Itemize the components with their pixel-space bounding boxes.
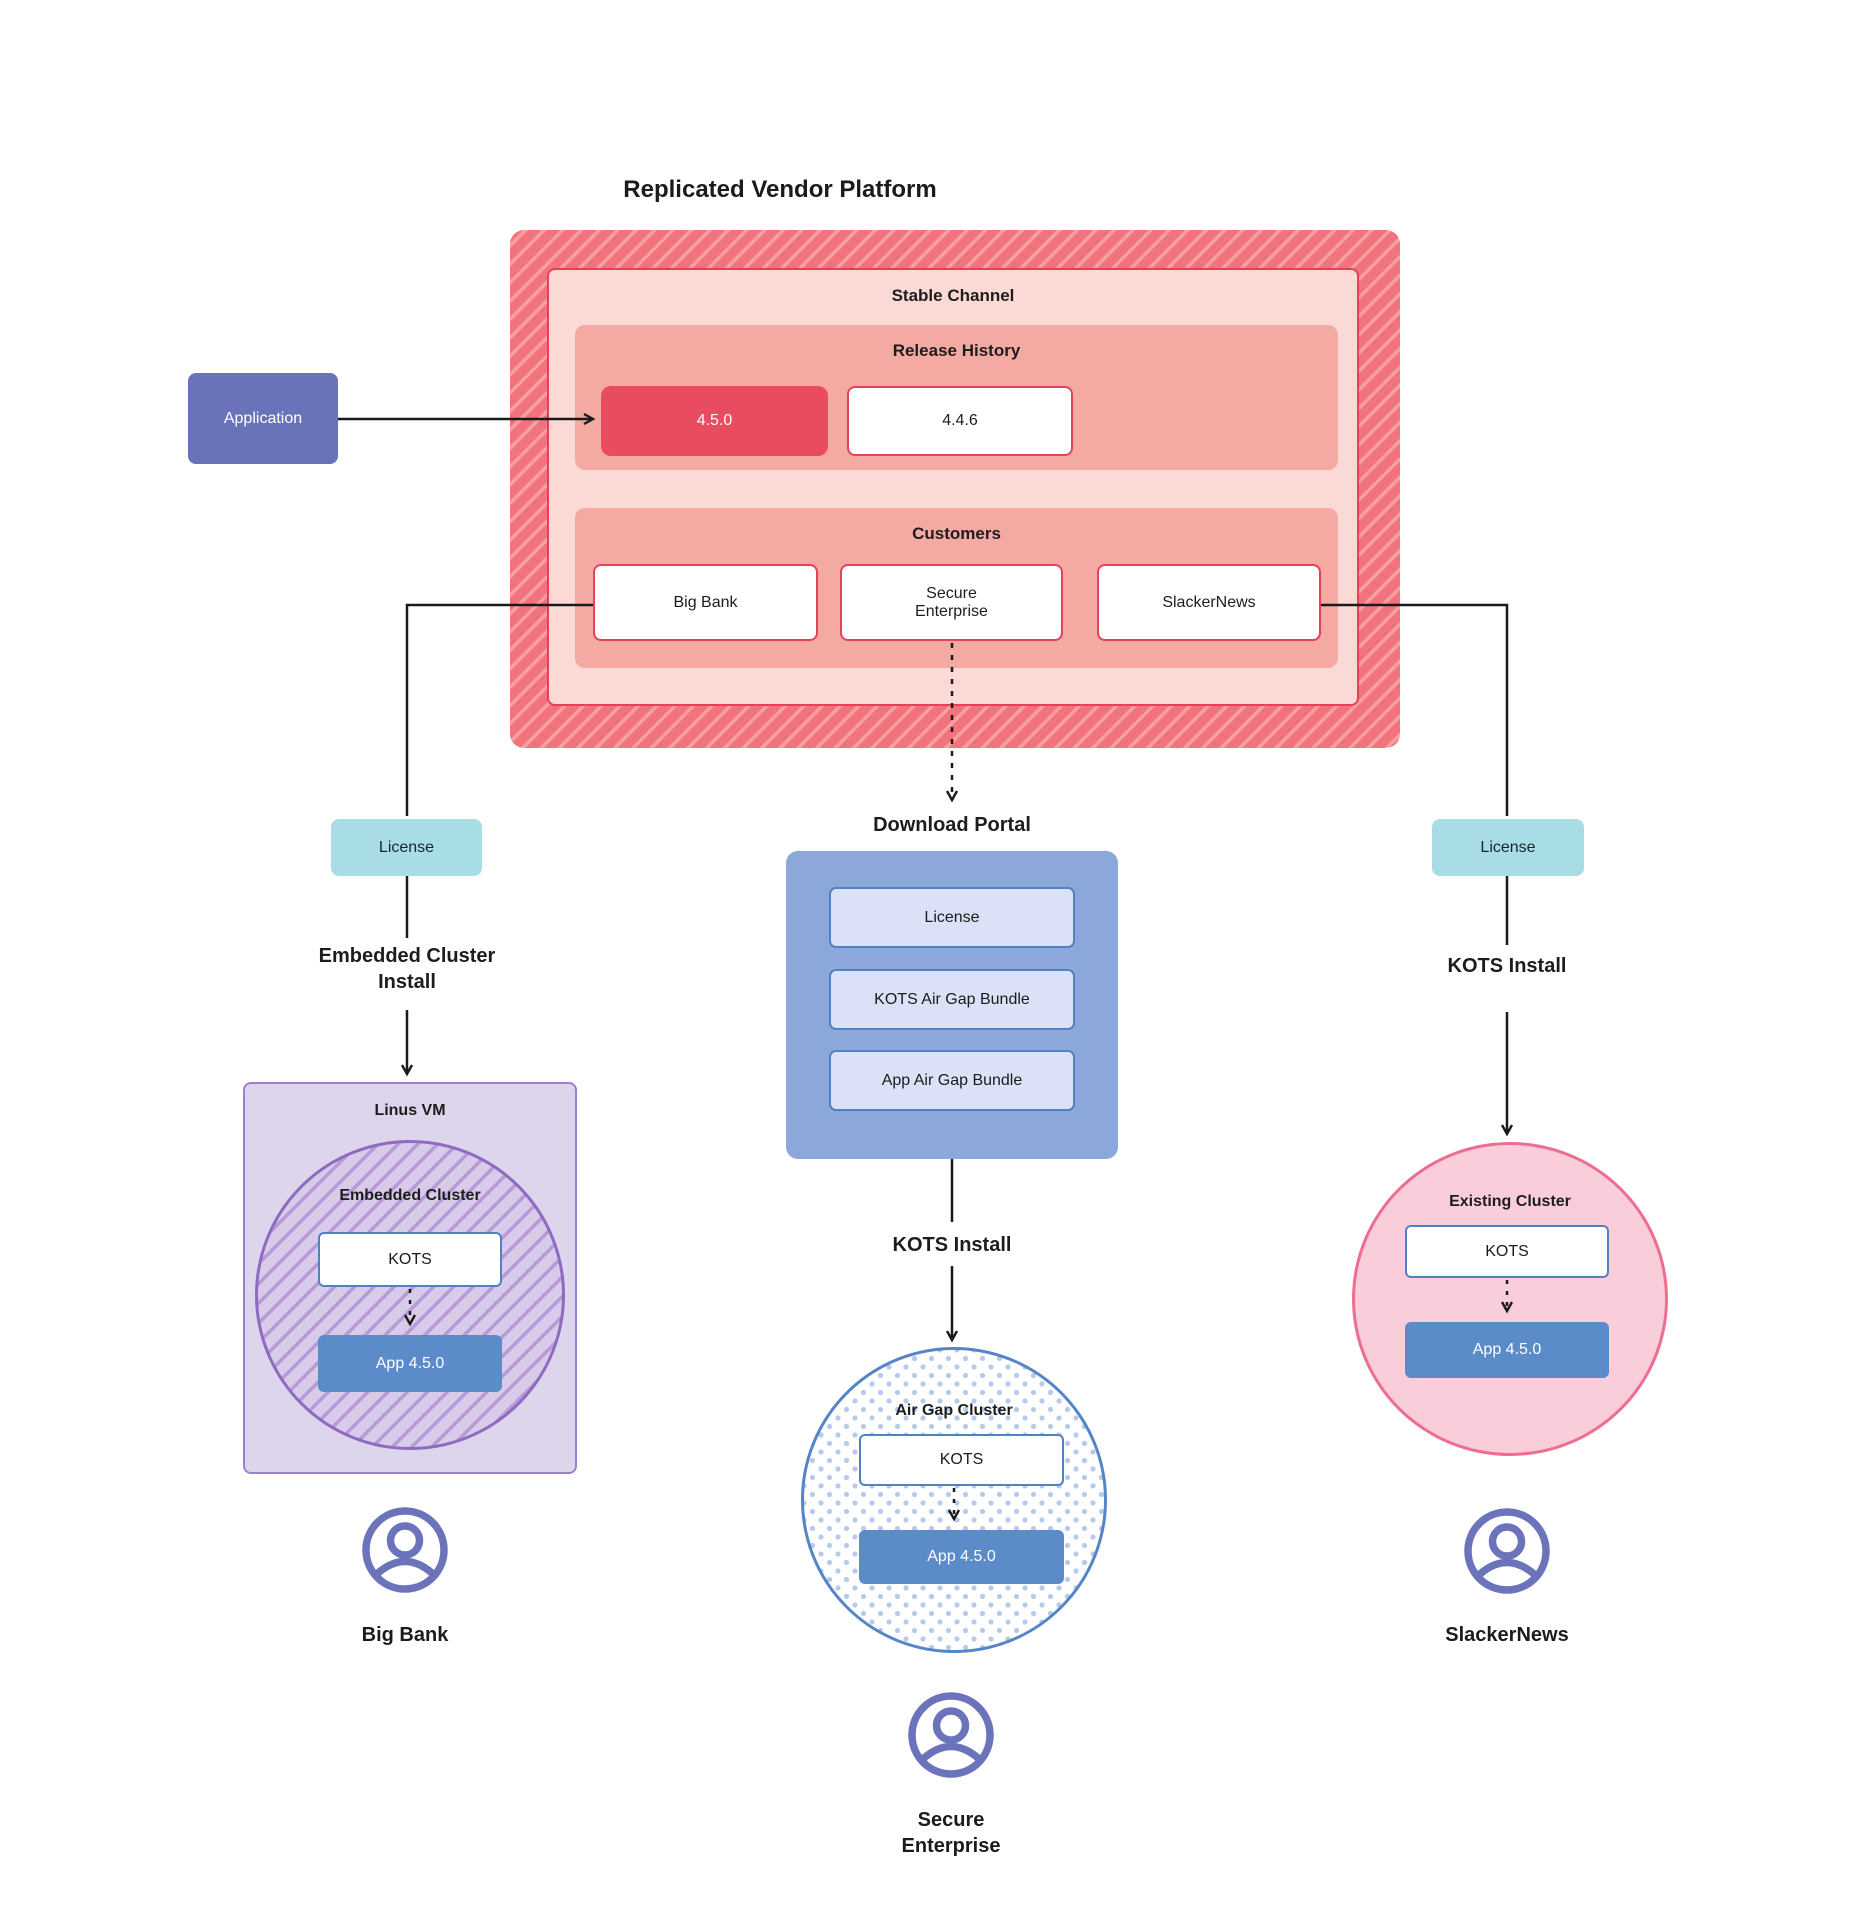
middle-install-label: KOTS Install [892, 1234, 1012, 1256]
left-license-node: License [331, 819, 482, 876]
customer-big-bank-node: Big Bank [593, 564, 818, 641]
customers-label: Customers [912, 524, 1001, 543]
slackernews-user-icon [1464, 1508, 1550, 1594]
right-license-node: License [1432, 819, 1584, 876]
left-install-label: Embedded Cluster Install [318, 945, 496, 993]
customer-slackernews-node: SlackerNews [1097, 564, 1321, 641]
embedded-cluster-circle: Embedded Cluster [255, 1140, 565, 1450]
embedded-cluster-label: Embedded Cluster [339, 1187, 481, 1204]
customer-secure-enterprise-node: Secure Enterprise [840, 564, 1063, 641]
release-450-node: 4.5.0 [601, 386, 828, 456]
portal-item-kots-bundle: KOTS Air Gap Bundle [829, 969, 1075, 1030]
release-history-label: Release History [892, 341, 1021, 360]
customer-big-bank-label: Big Bank [673, 593, 738, 611]
left-kots-node: KOTS [318, 1232, 502, 1287]
release-446-node: 4.4.6 [847, 386, 1073, 456]
download-portal-label: Download Portal [873, 814, 1031, 836]
big-bank-user-icon [362, 1507, 448, 1593]
secure-enterprise-user-label: Secure Enterprise [901, 1809, 1001, 1857]
customer-slackernews-label: SlackerNews [1162, 593, 1256, 611]
linus-vm-label: Linus VM [374, 1102, 446, 1119]
air-gap-cluster-circle: Air Gap Cluster [801, 1347, 1107, 1653]
application-node: Application [188, 373, 338, 464]
left-app-node: App 4.5.0 [318, 1335, 502, 1392]
right-kots-node: KOTS [1405, 1225, 1609, 1278]
page-title: Replicated Vendor Platform [623, 176, 937, 203]
existing-cluster-label: Existing Cluster [1449, 1193, 1571, 1210]
portal-item-license: License [829, 887, 1075, 948]
slackernews-user-label: SlackerNews [1445, 1624, 1569, 1646]
right-install-label: KOTS Install [1447, 955, 1567, 977]
customer-secure-enterprise-label: Secure Enterprise [915, 584, 988, 620]
stable-channel-label: Stable Channel [891, 286, 1015, 305]
existing-cluster-circle: Existing Cluster [1352, 1142, 1668, 1456]
air-gap-cluster-label: Air Gap Cluster [895, 1402, 1013, 1419]
right-app-node: App 4.5.0 [1405, 1322, 1609, 1378]
middle-kots-node: KOTS [859, 1434, 1064, 1486]
download-portal-box: License KOTS Air Gap Bundle App Air Gap … [786, 851, 1118, 1159]
portal-item-app-bundle: App Air Gap Bundle [829, 1050, 1075, 1111]
secure-enterprise-user-icon [908, 1692, 994, 1778]
big-bank-user-label: Big Bank [361, 1624, 449, 1646]
middle-app-node: App 4.5.0 [859, 1530, 1064, 1584]
